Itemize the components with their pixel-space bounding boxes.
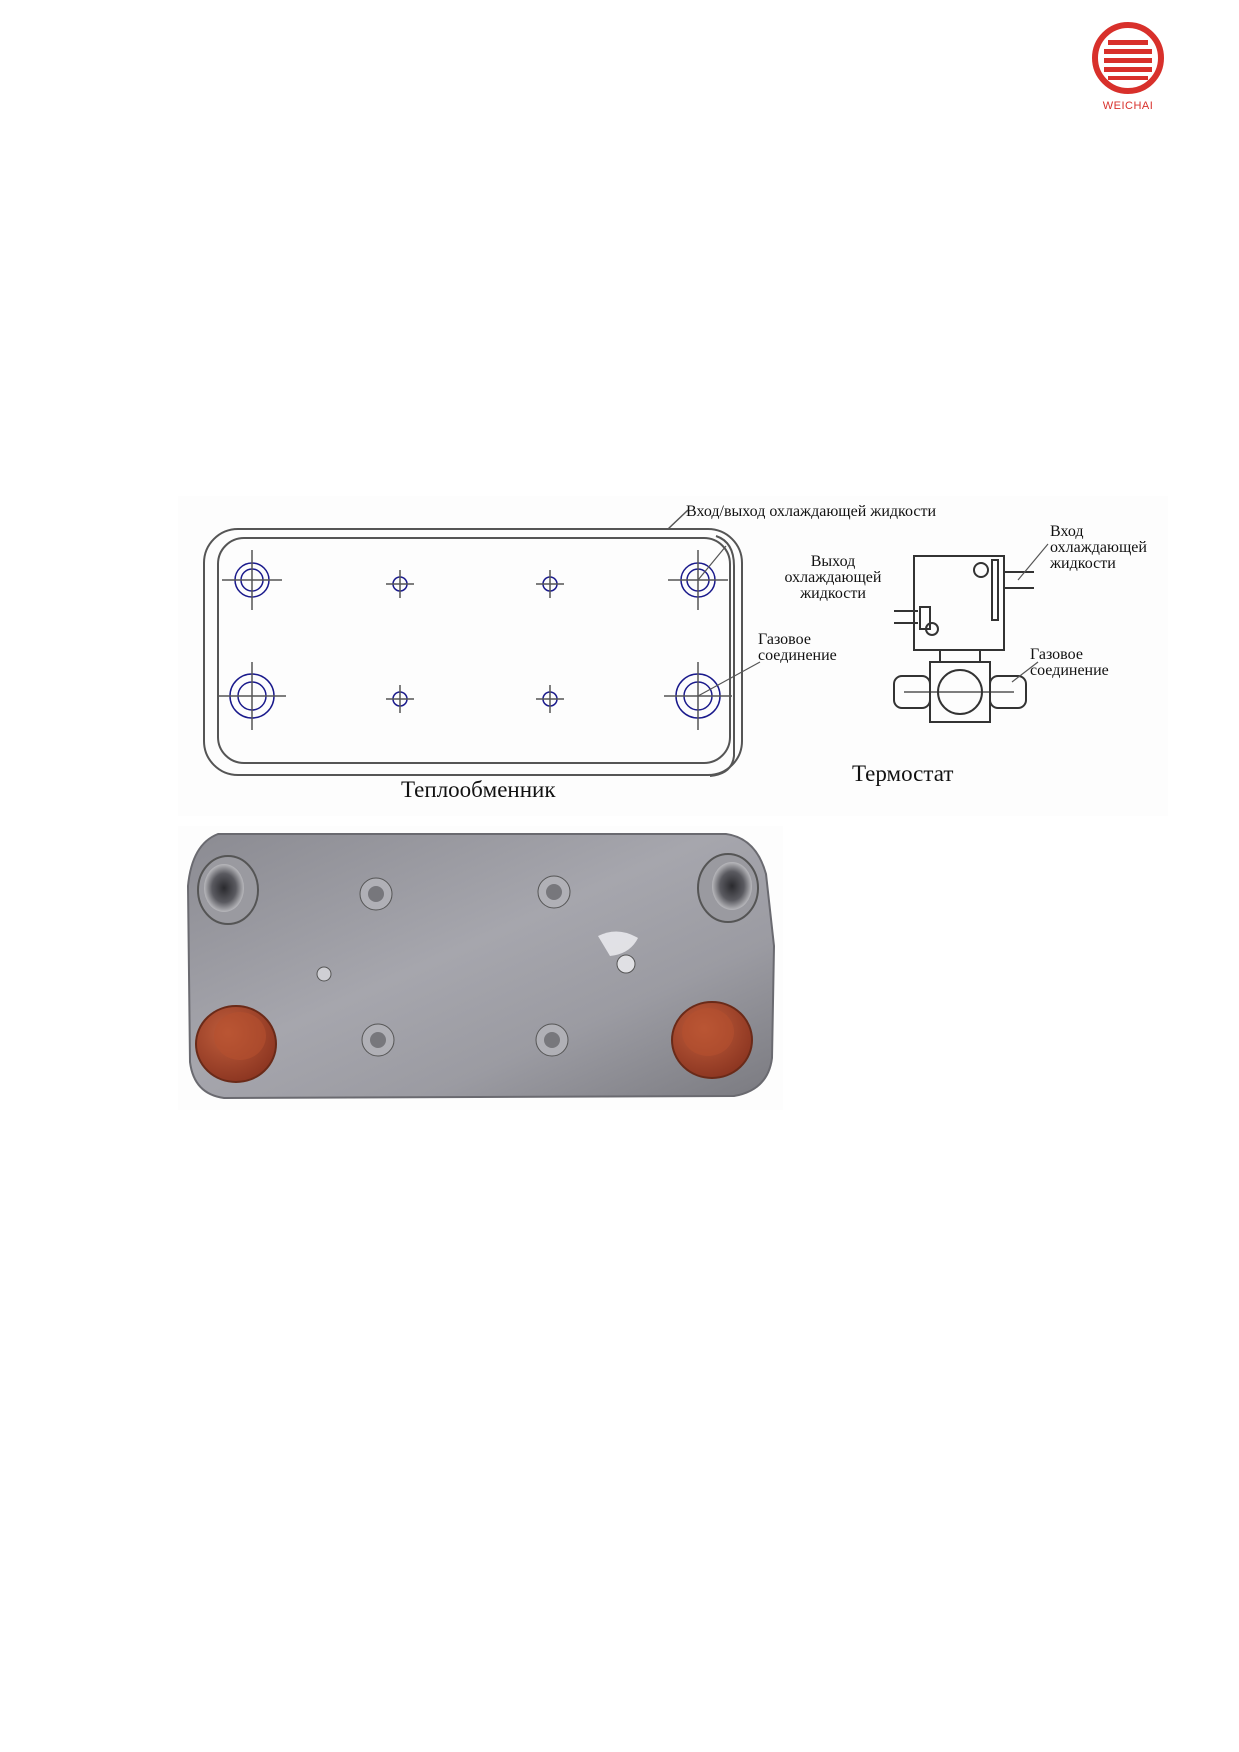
bolt-marker-3 — [386, 685, 414, 713]
plug-bottom-left — [195, 1005, 277, 1083]
bolt-3 — [361, 1023, 395, 1057]
leader-line-top-port — [697, 545, 727, 581]
caption-thermostat: Термостат — [852, 761, 954, 786]
plug-bottom-right — [671, 1001, 753, 1079]
leader-line-gas-port — [697, 661, 761, 697]
label-coolant-outlet: Выход охлаждающей жидкости — [784, 553, 882, 602]
caption-heat-exchanger: Теплообменник — [401, 777, 556, 802]
label-coolant-inlet: Вход охлаждающей жидкости — [1050, 523, 1147, 572]
label-gas-connection-thermostat: Газовое соединение — [1030, 646, 1109, 679]
weichai-logo-mark — [1092, 22, 1164, 94]
small-hole-left — [316, 966, 332, 982]
leader-line-thermo-gas — [1011, 661, 1039, 683]
technical-drawing: Вход/выход охлаждающей жидкости Газовое … — [178, 496, 1168, 816]
weichai-logo: WEICHAI — [1090, 20, 1166, 120]
pipe-top-left — [197, 855, 259, 925]
label-coolant-in-out: Вход/выход охлаждающей жидкости — [686, 503, 937, 520]
logo-text: WEICHAI — [1102, 100, 1154, 112]
heat-exchanger-photo — [178, 826, 783, 1110]
bolt-1 — [359, 877, 393, 911]
leader-line-thermo-in — [1017, 543, 1049, 581]
corner-bracket — [709, 535, 735, 777]
plate-highlight — [598, 931, 638, 956]
bolt-4 — [535, 1023, 569, 1057]
heat-exchanger-outline — [203, 528, 743, 776]
port-marker-bottom-left — [218, 662, 286, 730]
bolt-2 — [537, 875, 571, 909]
plate-body — [186, 833, 776, 1100]
bolt-marker-1 — [386, 570, 414, 598]
label-gas-connection-exchanger: Газовое соединение — [758, 631, 837, 664]
bolt-marker-2 — [536, 570, 564, 598]
pipe-top-right — [697, 853, 759, 923]
small-hole-right — [616, 954, 636, 974]
thermostat-body — [893, 555, 1034, 723]
leader-line-coolant — [667, 509, 689, 530]
port-marker-top-left — [222, 550, 282, 610]
bolt-marker-4 — [536, 685, 564, 713]
